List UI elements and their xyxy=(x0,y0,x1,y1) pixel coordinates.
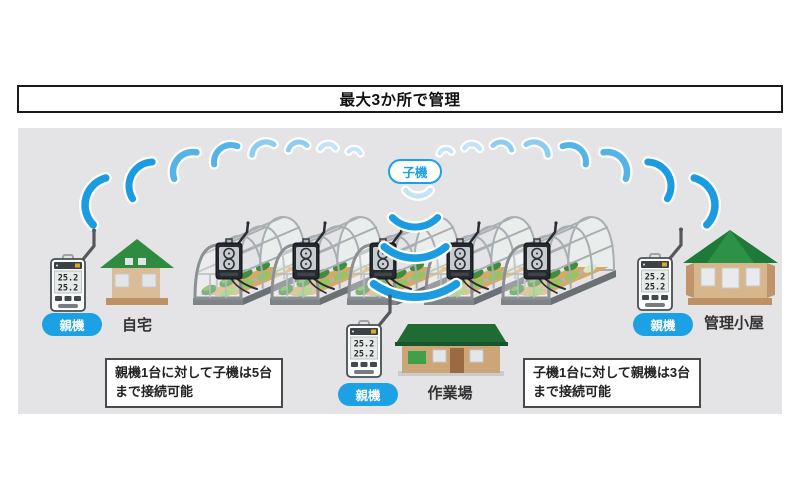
signal-wave xyxy=(462,141,483,152)
child-unit-badge-label: 子機 xyxy=(402,166,428,180)
title-box: 最大3か所で管理 xyxy=(17,85,783,113)
page-title: 最大3か所で管理 xyxy=(339,92,461,109)
signal-wave xyxy=(346,147,363,156)
parent-device-home xyxy=(49,226,98,313)
home-building-icon xyxy=(100,239,174,305)
signal-wave xyxy=(559,141,589,168)
signal-wave xyxy=(81,174,110,229)
signal-wave xyxy=(285,139,310,153)
signal-wave xyxy=(403,187,433,199)
label-home: 自宅 xyxy=(121,317,152,334)
parent-device-workshop xyxy=(345,292,394,379)
signal-wave xyxy=(380,243,450,262)
signal-wave xyxy=(690,174,719,229)
signal-wave xyxy=(388,214,442,231)
workshop-building-icon xyxy=(395,324,508,376)
label-hut: 管理小屋 xyxy=(703,315,764,332)
label-workshop: 作業場 xyxy=(427,385,473,402)
scene-canvas: 25.2 25.2 xyxy=(49,137,778,379)
wireless-wave-layer xyxy=(79,137,721,304)
parent-unit-badge-label: 親機 xyxy=(650,319,676,333)
parent-unit-badge-workshop: 親機 xyxy=(338,383,398,406)
parent-device-hut xyxy=(636,225,685,312)
hut-building-icon xyxy=(683,230,778,305)
signal-wave xyxy=(523,139,551,158)
signal-wave xyxy=(600,148,631,183)
diagram-panel: 25.2 25.2 xyxy=(18,128,782,414)
parent-unit-badge-home: 親機 xyxy=(42,313,102,336)
signal-wave xyxy=(369,280,461,301)
note-child-capacity: 子機1台に対して親機は3台まで接続可能 xyxy=(523,358,701,408)
signal-wave xyxy=(317,141,338,152)
signal-wave xyxy=(125,158,156,203)
signal-wave xyxy=(437,147,454,156)
signal-wave xyxy=(644,158,675,203)
parent-unit-badge-label: 親機 xyxy=(355,389,381,403)
signal-wave xyxy=(211,141,241,168)
parent-unit-badge-hut: 親機 xyxy=(633,313,693,336)
signal-wave xyxy=(169,148,200,183)
parent-unit-badge-label: 親機 xyxy=(59,319,85,333)
signal-wave xyxy=(249,139,277,158)
signal-wave xyxy=(490,139,515,153)
note-parent-capacity: 親機1台に対して子機は5台まで接続可能 xyxy=(105,358,283,408)
child-unit-badge: 子機 xyxy=(388,159,442,184)
